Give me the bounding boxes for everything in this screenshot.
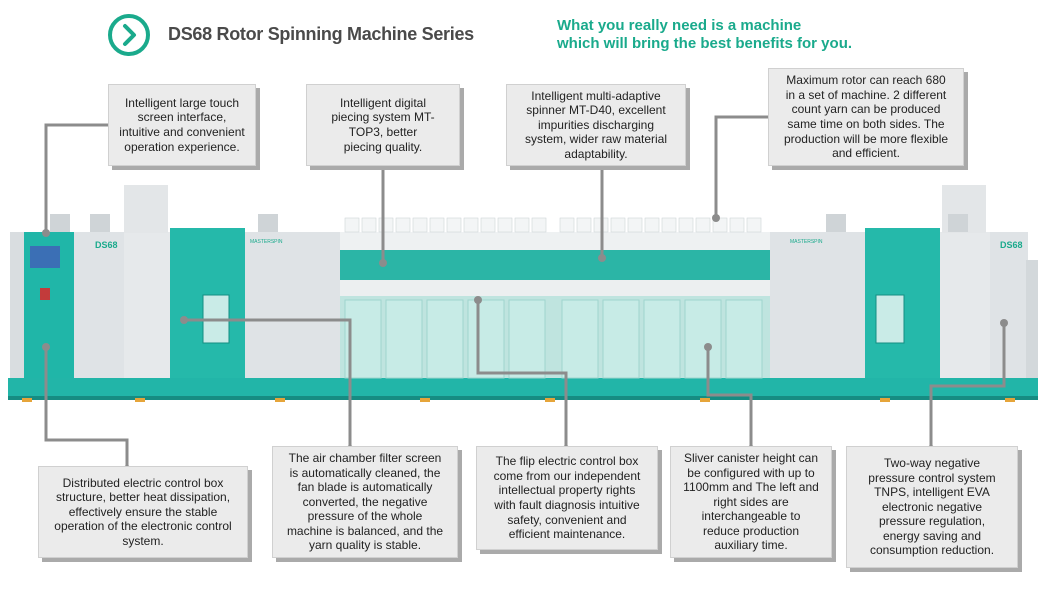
slogan-line-1: What you really need is a machine bbox=[557, 17, 802, 34]
brand-right: MASTERSPIN bbox=[790, 239, 823, 245]
callout-spinner: Intelligent multi-adaptive spinner MT-D4… bbox=[506, 84, 686, 166]
slogan: What you really need is a machine which … bbox=[557, 17, 852, 53]
callout-sliver: Sliver canister height can be configured… bbox=[670, 446, 832, 558]
callout-touch-screen: Intelligent large touch screen interface… bbox=[108, 84, 256, 166]
chevron-right-icon[interactable] bbox=[107, 13, 151, 57]
slogan-line-2: which will bring the best benefits for y… bbox=[557, 35, 853, 52]
callout-rotor-text: Maximum rotor can reach 680 in a set of … bbox=[783, 73, 949, 161]
callout-touch-screen-text: Intelligent large touch screen interface… bbox=[119, 95, 245, 154]
callout-filter: The air chamber filter screen is automat… bbox=[272, 446, 458, 558]
brand-left: MASTERSPIN bbox=[250, 239, 283, 245]
callout-sliver-text: Sliver canister height can be configured… bbox=[683, 450, 819, 553]
callout-flip-box-text: The flip electric control box come from … bbox=[493, 454, 641, 542]
callout-control-box-text: Distributed electric control box structu… bbox=[54, 475, 232, 548]
callout-rotor: Maximum rotor can reach 680 in a set of … bbox=[768, 68, 964, 166]
callout-flip-box: The flip electric control box come from … bbox=[476, 446, 658, 550]
callout-piecing: Intelligent digital piecing system MT-TO… bbox=[306, 84, 460, 166]
callout-control-box: Distributed electric control box structu… bbox=[38, 466, 248, 558]
callout-spinner-text: Intelligent multi-adaptive spinner MT-D4… bbox=[524, 88, 668, 161]
callout-pressure-text: Two-way negative pressure control system… bbox=[868, 455, 996, 558]
callout-piecing-text: Intelligent digital piecing system MT-TO… bbox=[331, 95, 435, 154]
page-title: DS68 Rotor Spinning Machine Series bbox=[168, 24, 474, 44]
callout-pressure: Two-way negative pressure control system… bbox=[846, 446, 1018, 568]
logo-right: DS68 bbox=[1000, 240, 1023, 250]
logo-left: DS68 bbox=[95, 240, 118, 250]
callout-filter-text: The air chamber filter screen is automat… bbox=[286, 450, 444, 553]
